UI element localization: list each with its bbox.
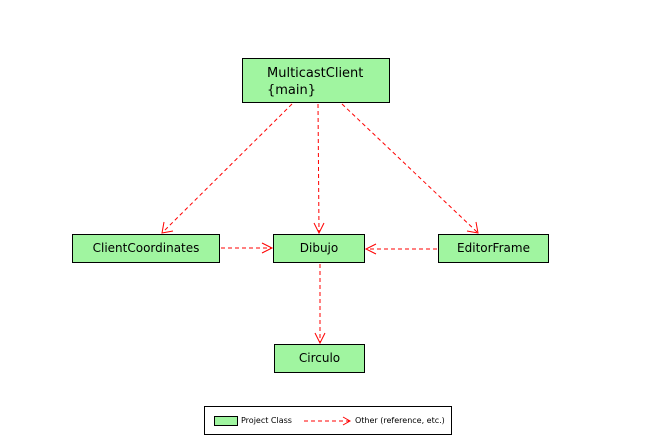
arrowhead-clientcoordinates (161, 221, 174, 234)
edge-main-to-editorframe (341, 103, 478, 233)
class-node-editorframe[interactable]: EditorFrame (438, 234, 549, 263)
arrowhead-circulo (314, 332, 326, 345)
arrowhead-dibujo-from-cc (261, 242, 274, 254)
class-node-multicastclient[interactable]: MulticastClient {main} (242, 58, 390, 103)
legend-project-class-label: Project Class (241, 416, 292, 425)
class-label: ClientCoordinates (92, 241, 200, 255)
class-label: Circulo (298, 351, 341, 365)
arrowhead-editorframe (466, 221, 479, 234)
class-label: Dibujo (299, 241, 339, 255)
class-node-clientcoordinates[interactable]: ClientCoordinates (72, 234, 220, 263)
class-node-dibujo[interactable]: Dibujo (273, 234, 365, 263)
class-node-circulo[interactable]: Circulo (274, 344, 365, 373)
legend-project-class-swatch (214, 416, 238, 426)
legend: Project Class Other (reference, etc.) (204, 406, 452, 435)
edge-main-to-dibujo (317, 103, 320, 233)
class-label: MulticastClient (267, 66, 364, 81)
legend-dashed-arrow-icon (304, 416, 352, 426)
class-stereotype: {main} (267, 83, 317, 98)
arrowhead-dibujo-from-ef (364, 243, 377, 255)
legend-other-label: Other (reference, etc.) (355, 416, 445, 425)
edge-main-to-clientcoordinates (162, 103, 293, 233)
arrowhead-dibujo-from-main (313, 222, 325, 235)
class-label: EditorFrame (457, 241, 530, 255)
